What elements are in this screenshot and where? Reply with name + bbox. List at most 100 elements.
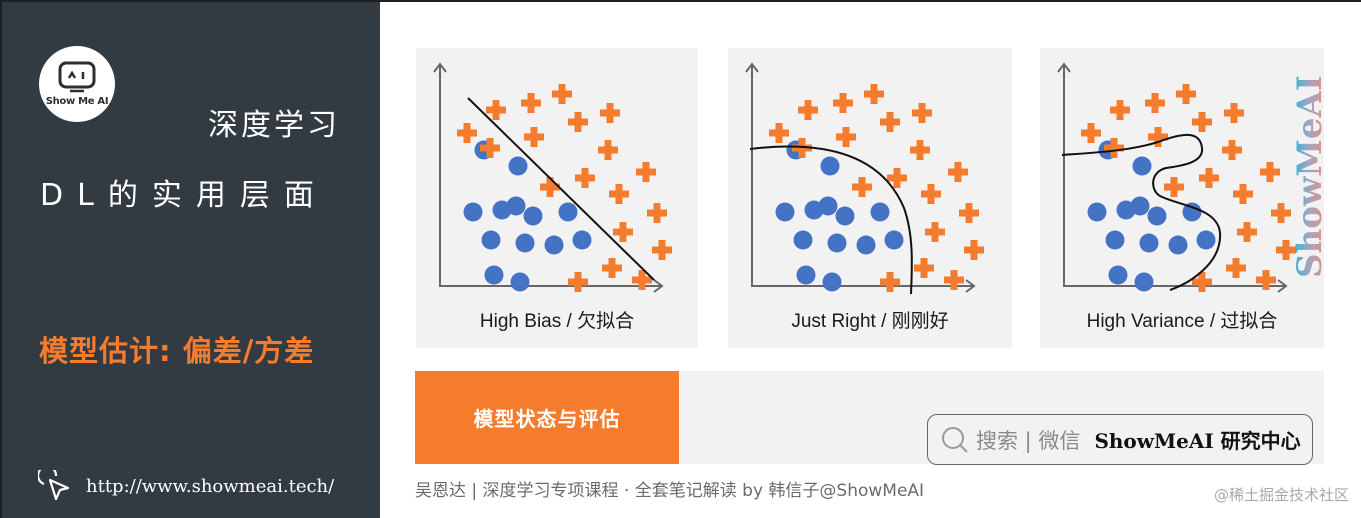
cross-point xyxy=(1104,138,1124,158)
circle-point xyxy=(481,230,501,250)
cross-point xyxy=(524,127,544,147)
cross-point xyxy=(1237,222,1257,242)
cross-point xyxy=(914,258,934,278)
sidebar: Show Me AI 深度学习 DL的实用层面 模型估计: 偏差/方差 http… xyxy=(2,2,380,518)
cross-point xyxy=(632,270,652,290)
circle-point xyxy=(523,206,543,226)
cross-point xyxy=(480,138,500,158)
circle-point xyxy=(1147,206,1167,226)
search-brand: ShowMeAI 研究中心 xyxy=(1094,429,1301,453)
cross-point xyxy=(1199,168,1219,188)
cross-point xyxy=(1260,162,1280,182)
showmeai-vertical-watermark: ShowMeAI xyxy=(1292,75,1326,278)
main-content: High Bias / 欠拟合 Just Right / 刚刚好 High Va… xyxy=(380,2,1361,518)
decision-boundary xyxy=(467,97,655,281)
circle-point xyxy=(484,265,504,285)
cross-point xyxy=(598,140,618,160)
circle-point xyxy=(793,230,813,250)
cross-point xyxy=(833,93,853,113)
cross-point xyxy=(792,138,812,158)
cross-point xyxy=(925,222,945,242)
cross-point xyxy=(1276,240,1296,260)
cross-point xyxy=(880,272,900,292)
panel-label: High Bias / 欠拟合 xyxy=(479,311,635,332)
cross-point xyxy=(1148,127,1168,147)
cross-point xyxy=(1110,100,1130,120)
circle-point xyxy=(1182,202,1202,222)
circle-point xyxy=(796,265,816,285)
circle-point xyxy=(515,233,535,253)
showmeai-logo[interactable]: Show Me AI xyxy=(39,46,115,122)
cross-point xyxy=(1192,112,1212,132)
circle-point xyxy=(1196,230,1216,250)
scatter-plot-high-variance xyxy=(1057,62,1296,293)
cross-point xyxy=(609,184,629,204)
cross-point xyxy=(1145,93,1165,113)
cross-point xyxy=(769,123,789,143)
circle-point xyxy=(463,202,483,222)
cross-point xyxy=(552,84,572,104)
axes xyxy=(433,62,664,293)
circle-point xyxy=(870,202,890,222)
cross-point xyxy=(521,93,541,113)
cross-point xyxy=(880,112,900,132)
wechat-search-box[interactable]: 搜索 | 微信 ShowMeAI 研究中心 xyxy=(927,414,1313,465)
circle-point xyxy=(1132,156,1152,176)
footer-credit: 吴恩达 | 深度学习专项课程 · 全套笔记解读 by 韩信子@ShowMeAI xyxy=(415,481,925,501)
website-link[interactable]: http://www.showmeai.tech/ xyxy=(38,470,334,502)
cross-point xyxy=(798,100,818,120)
circle-point xyxy=(775,202,795,222)
cross-point xyxy=(910,140,930,160)
scatter-plot-just-right xyxy=(745,62,984,295)
search-hint: 搜索 | 微信 xyxy=(976,428,1081,453)
cross-point xyxy=(1224,103,1244,123)
cross-point xyxy=(836,127,856,147)
decision-boundary xyxy=(749,145,913,295)
decision-boundary xyxy=(1061,133,1222,291)
panel-high-variance: High Variance / 过拟合 xyxy=(1040,48,1324,348)
chapter-title: DL的实用层面 xyxy=(40,178,328,213)
cross-point xyxy=(1081,123,1101,143)
cross-point xyxy=(600,103,620,123)
cross-point xyxy=(1233,184,1253,204)
footer-source: @稀土掘金技术社区 xyxy=(1213,486,1349,504)
panel-just-right: Just Right / 刚刚好 xyxy=(728,48,1012,348)
cross-point xyxy=(613,222,633,242)
cross-point xyxy=(647,203,667,223)
panel-label: High Variance / 过拟合 xyxy=(1086,311,1278,332)
circle-point xyxy=(558,202,578,222)
website-url[interactable]: http://www.showmeai.tech/ xyxy=(86,475,335,497)
circle-point xyxy=(1139,233,1159,253)
monitor-robot-icon xyxy=(58,61,96,93)
panel-high-bias: High Bias / 欠拟合 xyxy=(416,48,698,348)
circle-point xyxy=(544,235,564,255)
circle-point xyxy=(884,230,904,250)
axes xyxy=(745,62,976,293)
cross-point xyxy=(486,100,506,120)
circle-point xyxy=(1087,202,1107,222)
cross-point xyxy=(887,168,907,188)
circle-point xyxy=(1105,230,1125,250)
cross-point xyxy=(1222,140,1242,160)
cross-point xyxy=(1256,270,1276,290)
circle-point xyxy=(820,156,840,176)
cross-point xyxy=(1271,203,1291,223)
section-title: 模型估计: 偏差/方差 xyxy=(39,334,315,368)
cursor-click-icon xyxy=(38,470,70,501)
scatter-plot-high-bias xyxy=(433,62,672,293)
cross-point xyxy=(912,103,932,123)
circle-point xyxy=(804,200,824,220)
panel-label: Just Right / 刚刚好 xyxy=(791,311,949,332)
circle-point xyxy=(572,230,592,250)
svg-text:ShowMeAI: ShowMeAI xyxy=(1292,75,1326,278)
cross-point xyxy=(959,203,979,223)
circle-point xyxy=(1108,265,1128,285)
cross-point xyxy=(1226,258,1246,278)
tab-model-evaluation[interactable]: 模型状态与评估 xyxy=(415,371,679,464)
circle-point xyxy=(827,233,847,253)
cross-point xyxy=(964,240,984,260)
course-title: 深度学习 xyxy=(208,108,340,143)
cross-point xyxy=(540,177,560,197)
cross-point xyxy=(636,162,656,182)
cross-point xyxy=(652,240,672,260)
